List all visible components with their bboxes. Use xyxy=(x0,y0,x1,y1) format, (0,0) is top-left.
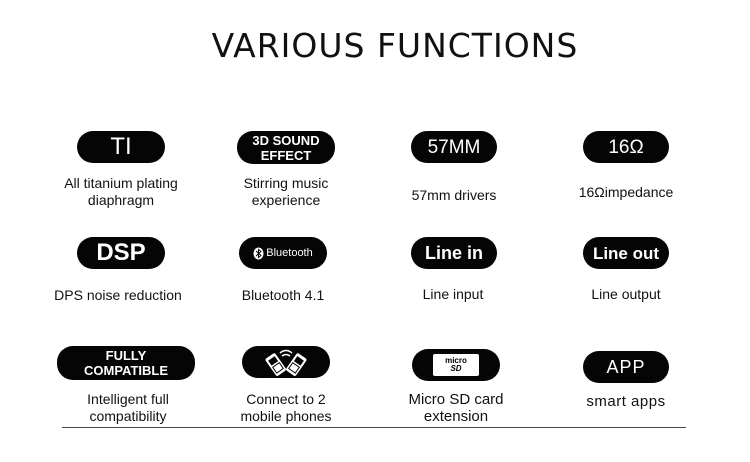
feature-bluetooth: Bluetooth Bluetooth 4.1 xyxy=(193,237,373,327)
dsp-badge: DSP xyxy=(77,237,165,269)
fully-compatible-badge: FULLY COMPATIBLE xyxy=(57,346,195,380)
3d-sound-badge: 3D SOUND EFFECT xyxy=(237,131,335,164)
feature-app: APP smart apps xyxy=(536,351,716,441)
bluetooth-icon xyxy=(253,247,264,259)
line-out-caption: Line output xyxy=(591,286,661,302)
dual-phone-caption: Connect to 2 mobile phones xyxy=(240,391,332,424)
line-in-badge: Line in xyxy=(411,237,497,269)
fully-compatible-caption: Intelligent full compatibility xyxy=(87,391,169,424)
dual-phone-icon xyxy=(265,349,307,376)
bluetooth-badge: Bluetooth xyxy=(239,237,327,269)
feature-16ohm: 16Ω 16Ωimpedance xyxy=(536,131,716,221)
line-in-caption: Line input xyxy=(422,286,484,302)
feature-3d-sound: 3D SOUND EFFECT Stirring music experienc… xyxy=(196,131,376,221)
16ohm-badge: 16Ω xyxy=(583,131,669,163)
line-out-badge: Line out xyxy=(583,237,669,269)
micro-sd-badge: micro SD xyxy=(412,349,500,381)
bottom-divider xyxy=(62,427,686,428)
feature-ti: TI All titanium plating diaphragm xyxy=(31,131,211,221)
57mm-caption: 57mm drivers xyxy=(411,187,497,203)
micro-sd-icon: micro SD xyxy=(433,354,479,376)
bluetooth-caption: Bluetooth 4.1 xyxy=(241,287,325,303)
dsp-caption: DPS noise reduction xyxy=(54,287,182,303)
feature-57mm: 57MM 57mm drivers xyxy=(364,131,544,221)
bluetooth-logo-text: Bluetooth xyxy=(266,246,313,259)
feature-fully-compatible: FULLY COMPATIBLE Intelligent full compat… xyxy=(36,346,216,436)
dual-phone-badge xyxy=(242,346,330,378)
feature-dsp: DSP DPS noise reduction xyxy=(31,237,211,327)
feature-dual-phone: Connect to 2 mobile phones xyxy=(196,346,376,436)
ti-caption: All titanium plating diaphragm xyxy=(64,175,178,208)
feature-line-out: Line out Line output xyxy=(536,237,716,327)
micro-sd-caption: Micro SD card extension xyxy=(408,391,504,425)
feature-line-in: Line in Line input xyxy=(364,237,544,327)
app-caption: smart apps xyxy=(586,393,666,410)
3d-sound-caption: Stirring music experience xyxy=(243,175,329,208)
app-badge: APP xyxy=(583,351,669,383)
16ohm-caption: 16Ωimpedance xyxy=(578,184,674,200)
ti-badge: TI xyxy=(77,131,165,163)
57mm-badge: 57MM xyxy=(411,131,497,163)
page-title: VARIOUS FUNCTIONS xyxy=(211,26,579,65)
feature-micro-sd: micro SD Micro SD card extension xyxy=(366,349,546,439)
